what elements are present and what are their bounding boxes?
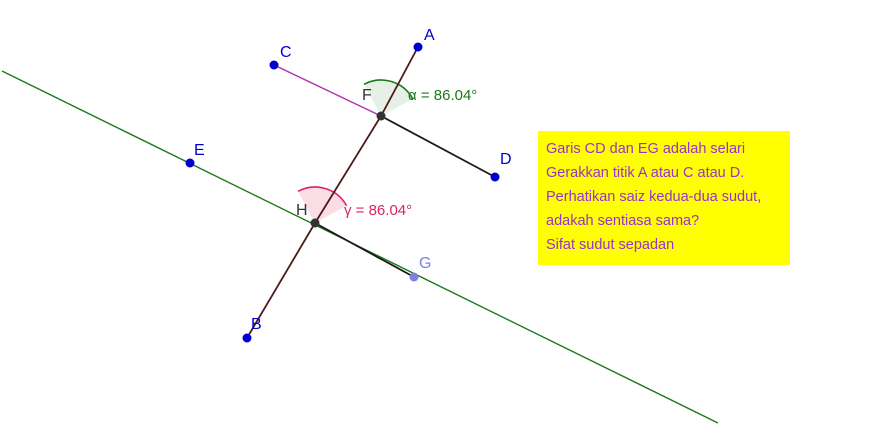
point-d[interactable] bbox=[490, 172, 500, 182]
point-label-b: B bbox=[251, 316, 262, 333]
lines-layer bbox=[1, 46, 719, 424]
segment-h-g bbox=[314, 222, 415, 278]
point-h bbox=[310, 218, 320, 228]
point-label-c: C bbox=[280, 44, 292, 61]
segment-a-f bbox=[380, 46, 419, 117]
angle-gamma-fill bbox=[297, 187, 347, 223]
note-line-2: Gerakkan titik A atau C atau D. bbox=[546, 165, 745, 181]
note-line-3: Perhatikan saiz kedua-dua sudut, bbox=[546, 189, 762, 205]
point-label-g: G bbox=[419, 255, 432, 272]
note-line-5: Sifat sudut sepadan bbox=[546, 237, 675, 253]
point-b[interactable] bbox=[242, 333, 252, 343]
point-label-f: F bbox=[362, 87, 372, 104]
angle-alpha-fill bbox=[363, 80, 413, 116]
note-line-1: Garis CD dan EG adalah selari bbox=[546, 141, 746, 157]
point-label-a: A bbox=[424, 27, 435, 44]
point-a[interactable] bbox=[413, 42, 423, 52]
segment-c-f bbox=[273, 64, 382, 117]
points-layer bbox=[185, 42, 500, 343]
instruction-note: Garis CD dan EG adalah selari Gerakkan t… bbox=[538, 131, 790, 265]
angle-alpha-arc bbox=[363, 79, 414, 100]
point-label-d: D bbox=[500, 151, 512, 168]
point-label-h: H bbox=[296, 202, 308, 219]
point-f bbox=[376, 111, 386, 121]
point-label-e: E bbox=[194, 142, 205, 159]
segment-f-h bbox=[314, 115, 382, 224]
angle-label-gamma: γ = 86.04° bbox=[344, 202, 413, 219]
point-e[interactable] bbox=[185, 158, 195, 168]
angles-layer bbox=[297, 79, 414, 223]
segment-h-b bbox=[246, 222, 316, 339]
angle-gamma-arc bbox=[297, 186, 348, 207]
angle-label-alpha: α = 86.04° bbox=[408, 87, 478, 104]
point-g bbox=[409, 272, 419, 282]
segment-f-d bbox=[380, 115, 496, 178]
note-line-4: adakah sentiasa sama? bbox=[546, 213, 700, 229]
point-c[interactable] bbox=[269, 60, 279, 70]
